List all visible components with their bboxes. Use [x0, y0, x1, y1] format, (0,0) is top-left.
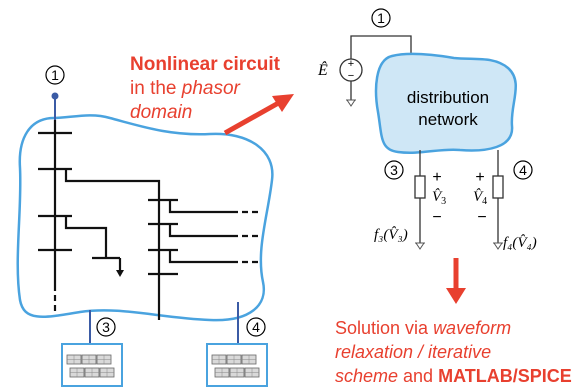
- ground-icon: [414, 242, 426, 250]
- pv-box-4: [206, 343, 268, 387]
- right-node-1: 1: [371, 8, 391, 28]
- left-node-4: 4: [246, 317, 266, 337]
- svg-text:V̂3: V̂3: [432, 189, 446, 207]
- svg-text:Ê: Ê: [317, 60, 328, 79]
- right-node-4: 4: [513, 160, 533, 180]
- left-node-1: 1: [45, 65, 65, 85]
- svg-text:−: −: [477, 209, 486, 226]
- svg-text:scheme and MATLAB/SPICE: scheme and MATLAB/SPICE: [335, 366, 572, 386]
- svg-text:3: 3: [390, 162, 398, 178]
- right-circuit-diagram: 1 + − Ê distribution network 3 + V̂3 − f…: [317, 8, 537, 251]
- svg-text:network: network: [418, 110, 478, 129]
- svg-text:1: 1: [51, 67, 59, 83]
- svg-text:distribution: distribution: [407, 88, 489, 107]
- caption-top: Nonlinear circuit in the phasor domain: [130, 54, 281, 123]
- load-4-resistor: [492, 175, 504, 199]
- svg-text:V̂4: V̂4: [473, 189, 487, 207]
- svg-text:relaxation / iterative: relaxation / iterative: [335, 342, 491, 362]
- load-arrow-icon: [116, 270, 124, 277]
- svg-text:−: −: [348, 70, 354, 82]
- svg-text:Solution via waveform: Solution via waveform: [335, 318, 511, 338]
- feeder-lines: [38, 120, 232, 320]
- left-feeder-diagram: 1 3 4: [16, 65, 274, 387]
- left-network-boundary: [16, 114, 274, 322]
- pv-box-3: [61, 343, 123, 387]
- svg-text:1: 1: [377, 10, 385, 26]
- svg-text:+: +: [475, 169, 484, 186]
- bus-1-dot: [51, 92, 59, 100]
- down-arrow-icon: [446, 258, 466, 304]
- ground-icon: [345, 99, 357, 107]
- svg-text:f₄(V̂₄): f₄(V̂₄): [503, 235, 537, 251]
- svg-text:in the phasor: in the phasor: [130, 78, 241, 99]
- svg-text:4: 4: [519, 162, 527, 178]
- distribution-network-blob: [374, 52, 517, 154]
- svg-text:4: 4: [252, 319, 260, 335]
- svg-text:Nonlinear circuit: Nonlinear circuit: [130, 54, 281, 75]
- arrow-icon: [223, 94, 294, 136]
- right-node-3: 3: [384, 160, 404, 180]
- load-3-resistor: [414, 175, 426, 199]
- caption-bottom: Solution via waveform relaxation / itera…: [335, 318, 572, 386]
- svg-text:3: 3: [102, 319, 110, 335]
- svg-text:f₃(V̂₃): f₃(V̂₃): [374, 227, 408, 243]
- svg-text:+: +: [432, 169, 441, 186]
- svg-text:−: −: [432, 209, 441, 226]
- svg-text:domain: domain: [130, 102, 192, 123]
- svg-text:+: +: [348, 58, 354, 70]
- voltage-source-icon: + −: [339, 58, 363, 82]
- ground-icon: [492, 242, 504, 250]
- left-node-3: 3: [96, 317, 116, 337]
